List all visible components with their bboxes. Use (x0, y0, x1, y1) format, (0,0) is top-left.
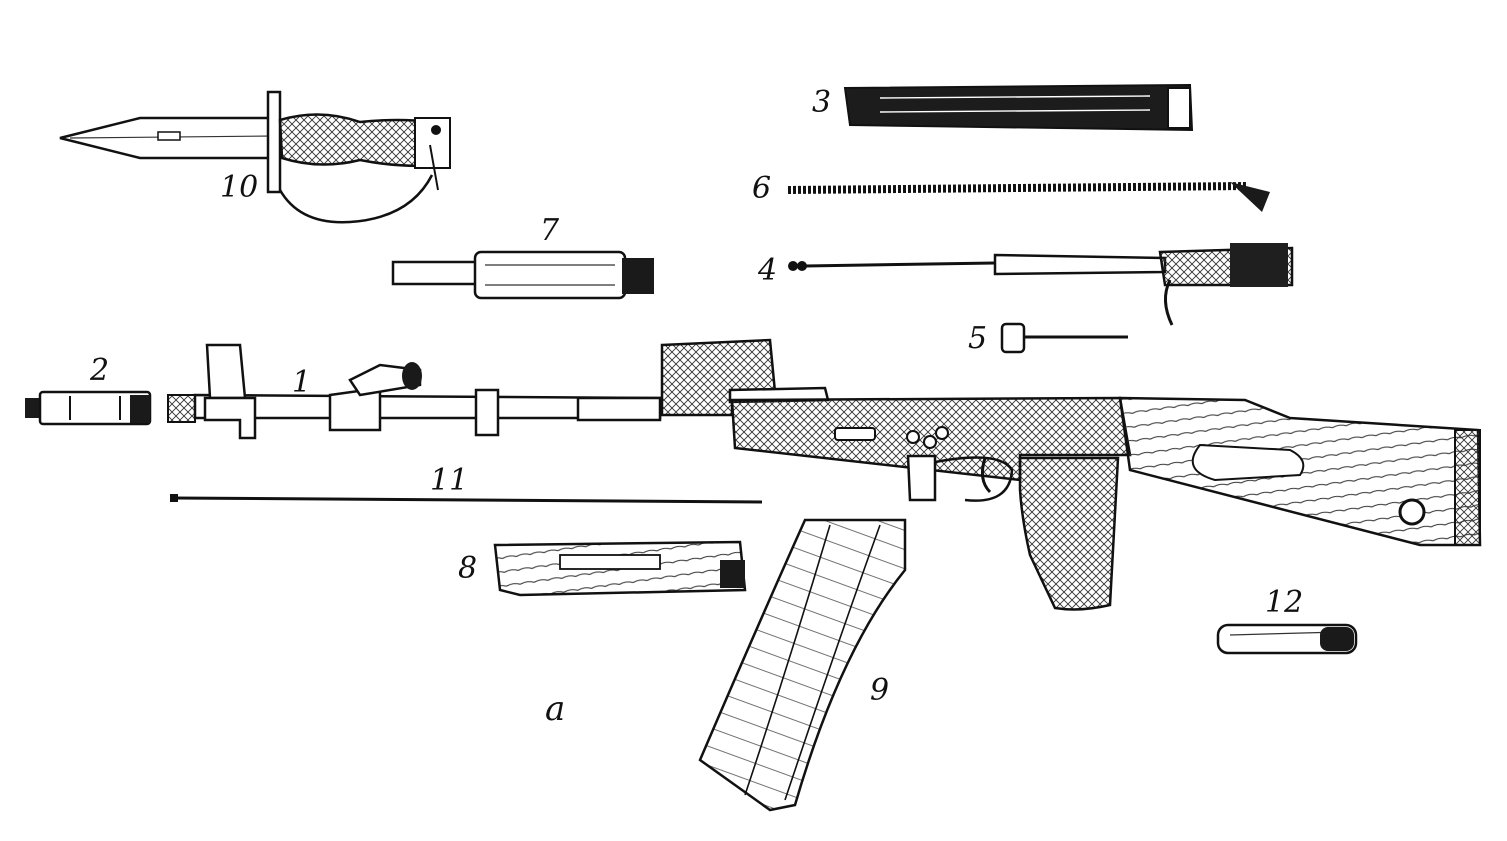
oiler-case-part (1216, 623, 1358, 655)
handguard-part (493, 540, 747, 597)
barrel-part (167, 343, 662, 440)
gas-tube-part (391, 250, 654, 300)
label-4: 4 (757, 253, 777, 288)
label-12: 12 (1265, 585, 1303, 620)
bolt-part (1000, 322, 1128, 354)
label-10: 10 (220, 170, 258, 205)
label-9: 9 (870, 673, 889, 708)
bayonet-part (59, 90, 451, 224)
label-5: 5 (968, 321, 987, 356)
label-8: 8 (458, 551, 477, 586)
bolt-carrier-part (788, 243, 1294, 326)
cleaning-rod-part (170, 494, 763, 504)
return-spring-part (787, 182, 1270, 212)
label-1: 1 (292, 365, 311, 400)
label-11: 11 (430, 463, 468, 498)
subfigure-label: a (545, 689, 565, 729)
label-3: 3 (812, 85, 831, 120)
magazine-part (698, 518, 907, 812)
label-6: 6 (752, 171, 771, 206)
label-7: 7 (540, 213, 560, 248)
muzzle-brake-part (25, 390, 152, 426)
receiver-cover-part (843, 83, 1194, 132)
receiver-assembly (660, 338, 1482, 611)
label-2: 2 (89, 353, 109, 388)
